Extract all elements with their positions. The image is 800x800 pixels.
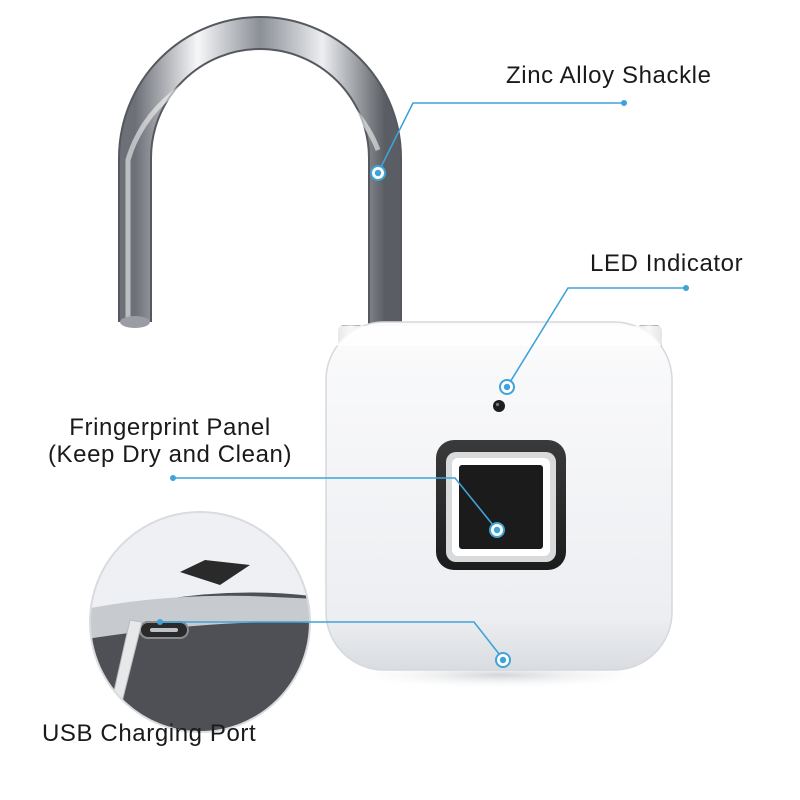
led-callout-label: LED Indicator (590, 250, 744, 277)
panel-callout-line (173, 477, 498, 531)
led-callout-line (506, 287, 686, 388)
usb-line-end-dot (157, 619, 163, 625)
fingerprint-sensor (436, 440, 566, 570)
usb-callout-label: USB Charging Port (42, 720, 257, 747)
shackle (118, 16, 402, 330)
shackle-marker-icon (370, 165, 386, 181)
fingerprint-panel-callout-label: Fringerprint Panel (Keep Dry and Clean) (20, 414, 320, 468)
led-indicator (493, 400, 505, 412)
fingerprint-panel-label-line2: (Keep Dry and Clean) (47, 441, 293, 468)
led-line-end-dot (683, 285, 689, 291)
callout-lines (160, 102, 686, 660)
led-marker-icon (499, 379, 515, 395)
panel-line-end-dot (170, 475, 176, 481)
shackle-line-end-dot (621, 100, 627, 106)
callout-markers (157, 100, 689, 668)
shackle-callout-line (377, 102, 624, 174)
fingerprint-panel-label-line1: Fringerprint Panel (69, 414, 271, 441)
usb-callout-line (160, 621, 504, 660)
usb-marker-icon (495, 652, 511, 668)
panel-marker-icon (489, 522, 505, 538)
shackle-callout-label: Zinc Alloy Shackle (506, 62, 712, 89)
